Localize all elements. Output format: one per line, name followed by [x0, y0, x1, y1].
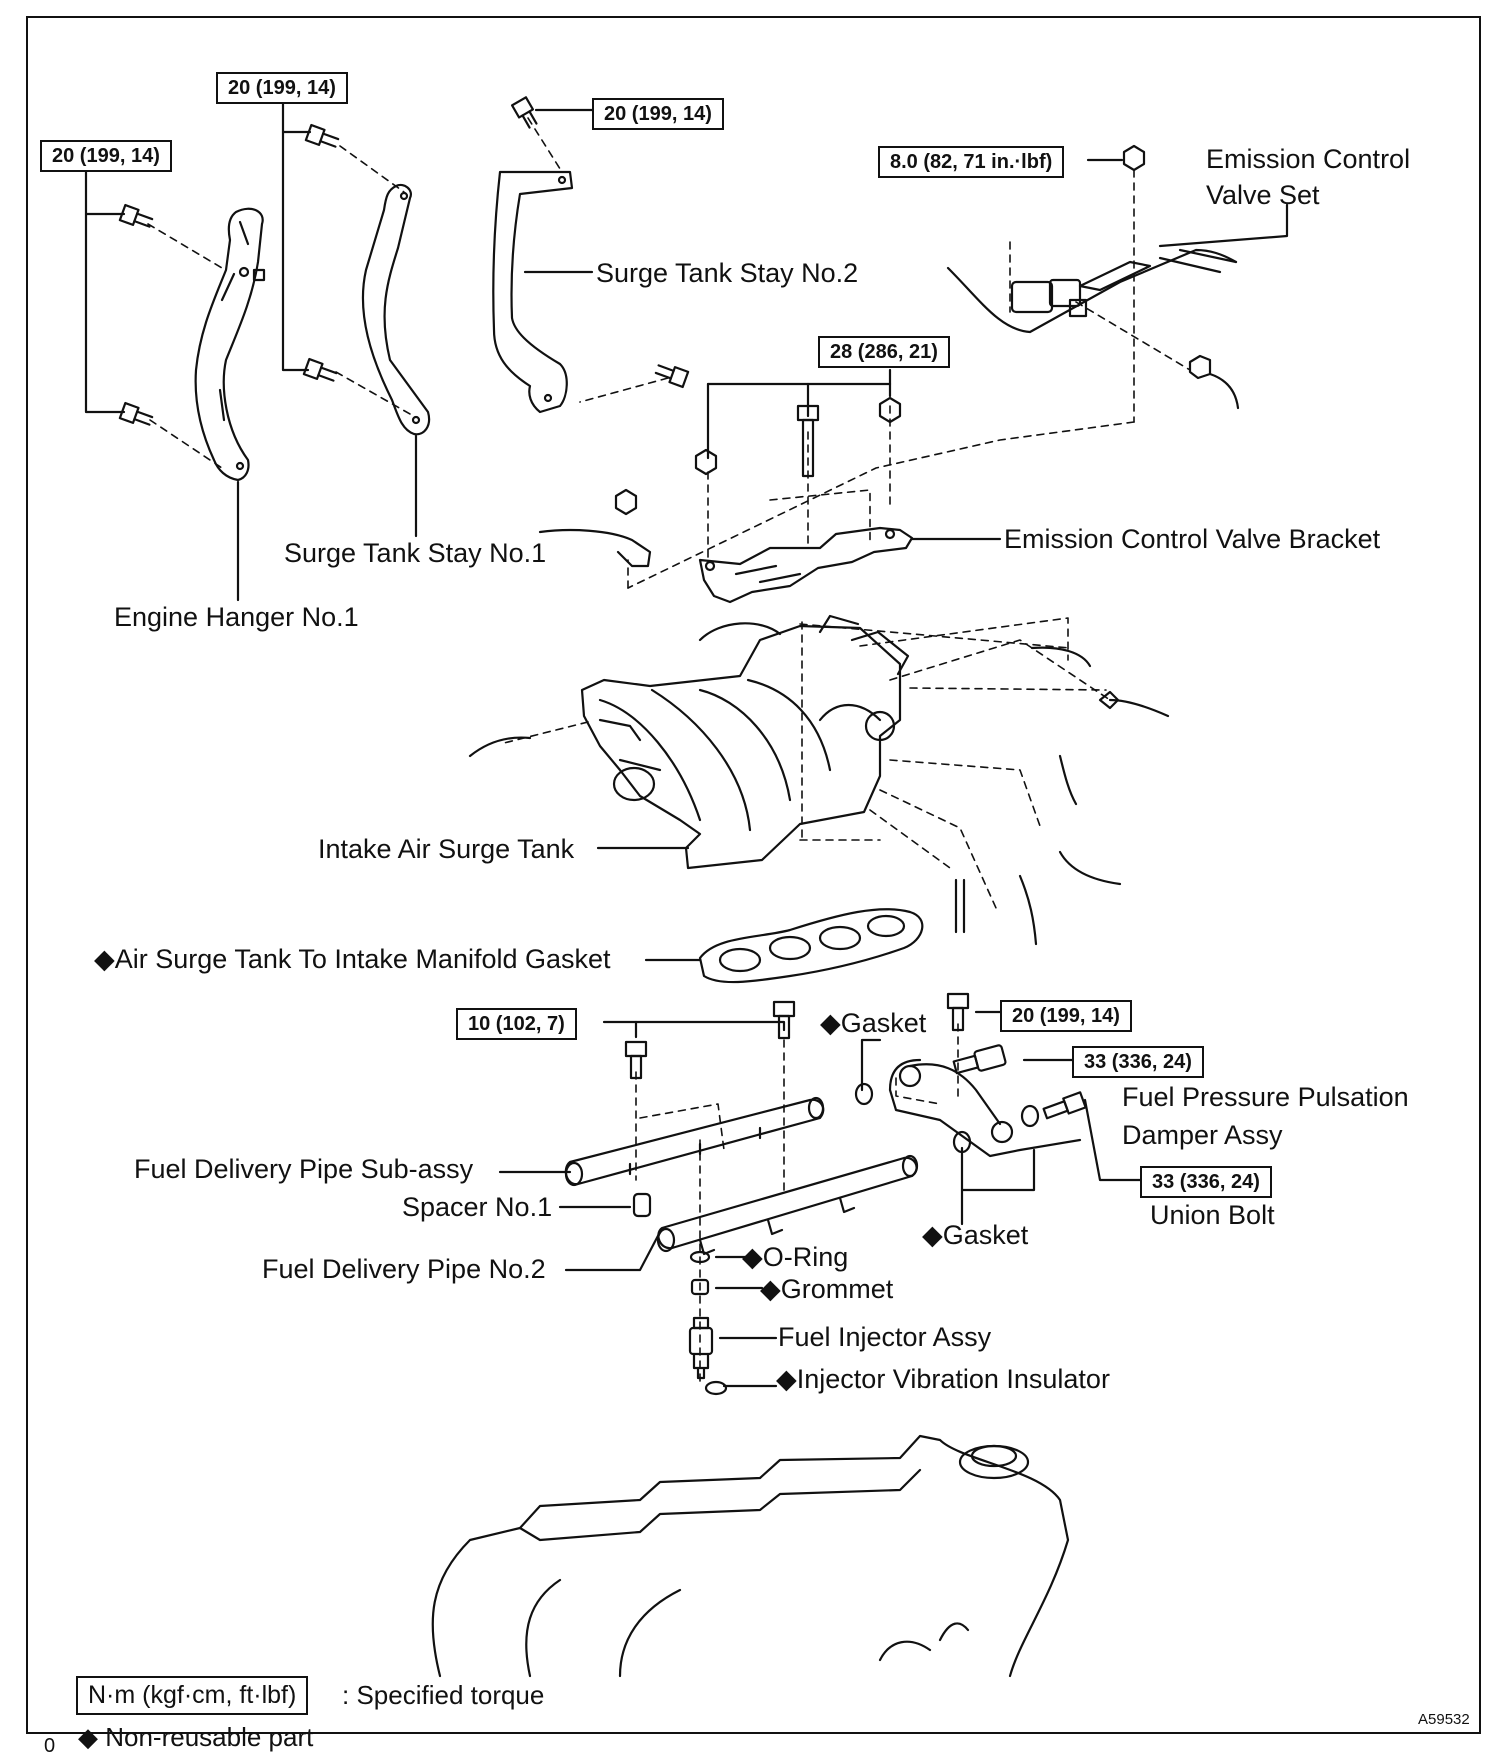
label-engine-hanger-no1: Engine Hanger No.1	[114, 602, 359, 632]
emission-control-valve-set-part	[946, 248, 1240, 410]
diagram-frame	[26, 16, 1481, 1734]
fuel-delivery-pipe-parts	[564, 1096, 919, 1256]
engine-block-part	[431, 1434, 1070, 1678]
label-air-surge-tank-gasket: ◆Air Surge Tank To Intake Manifold Gaske…	[94, 944, 611, 974]
label-grommet: ◆Grommet	[760, 1274, 894, 1304]
figure-id: A59532	[1418, 1711, 1470, 1728]
surge-tank-stay-no2-part	[492, 170, 574, 414]
dashed-lines	[147, 117, 1191, 1385]
legend-nonreusable-text: ◆ Non-reusable part	[78, 1722, 314, 1752]
intake-air-surge-tank-part	[468, 614, 1170, 946]
legend-torque-unit-box: N·m (kgf·cm, ft·lbf)	[76, 1676, 309, 1715]
legend-torque-text: : Specified torque	[342, 1680, 545, 1710]
torque-bracket: 28 (286, 21)	[818, 336, 950, 368]
label-gasket-top: ◆Gasket	[820, 1008, 927, 1038]
torque-gasket-bolt: 20 (199, 14)	[1000, 1000, 1132, 1032]
engine-hanger-part	[194, 207, 266, 482]
label-surge-tank-stay-no2: Surge Tank Stay No.2	[596, 258, 859, 288]
label-fuel-injector-assy: Fuel Injector Assy	[778, 1322, 992, 1352]
label-emission-control-valve-set-line2: Valve Set	[1206, 180, 1320, 210]
label-emission-control-valve-set-line1: Emission Control	[1206, 144, 1411, 174]
torque-stay-no1: 20 (199, 14)	[216, 72, 348, 104]
injector-parts	[688, 1250, 728, 1396]
label-surge-tank-stay-no1: Surge Tank Stay No.1	[284, 538, 547, 568]
label-gasket-bottom: ◆Gasket	[922, 1220, 1029, 1250]
bolts	[118, 96, 1146, 1120]
torque-delivery-pipe: 10 (102, 7)	[456, 1008, 577, 1040]
leader-lines	[84, 98, 1289, 1388]
torque-engine-hanger: 20 (199, 14)	[40, 140, 172, 172]
torque-pulsation-damper: 33 (336, 24)	[1072, 1046, 1204, 1078]
label-fuel-pressure-pulsation-line2: Damper Assy	[1122, 1120, 1283, 1150]
torque-stay-no2: 20 (199, 14)	[592, 98, 724, 130]
fuel-line-and-damper-parts	[854, 1044, 1082, 1158]
label-union-bolt: Union Bolt	[1150, 1200, 1275, 1230]
label-spacer-no1: Spacer No.1	[402, 1192, 553, 1222]
label-intake-air-surge-tank: Intake Air Surge Tank	[318, 834, 575, 864]
label-fuel-delivery-pipe-sub-assy: Fuel Delivery Pipe Sub-assy	[134, 1154, 474, 1184]
surge-tank-stay-no1-part	[361, 183, 431, 436]
torque-emission-valve: 8.0 (82, 71 in.·lbf)	[878, 146, 1065, 178]
torque-union-bolt: 33 (336, 24)	[1140, 1166, 1272, 1198]
label-fuel-delivery-pipe-no2: Fuel Delivery Pipe No.2	[262, 1254, 546, 1284]
air-surge-tank-gasket-part	[698, 908, 924, 984]
label-o-ring: ◆O-Ring	[742, 1242, 849, 1272]
emission-control-valve-bracket-part	[538, 526, 914, 604]
corner-mark: 0	[44, 1735, 56, 1757]
label-injector-vibration-insulator: ◆Injector Vibration Insulator	[776, 1364, 1110, 1394]
label-fuel-pressure-pulsation-line1: Fuel Pressure Pulsation	[1122, 1082, 1409, 1112]
label-emission-control-valve-bracket: Emission Control Valve Bracket	[1004, 524, 1381, 554]
